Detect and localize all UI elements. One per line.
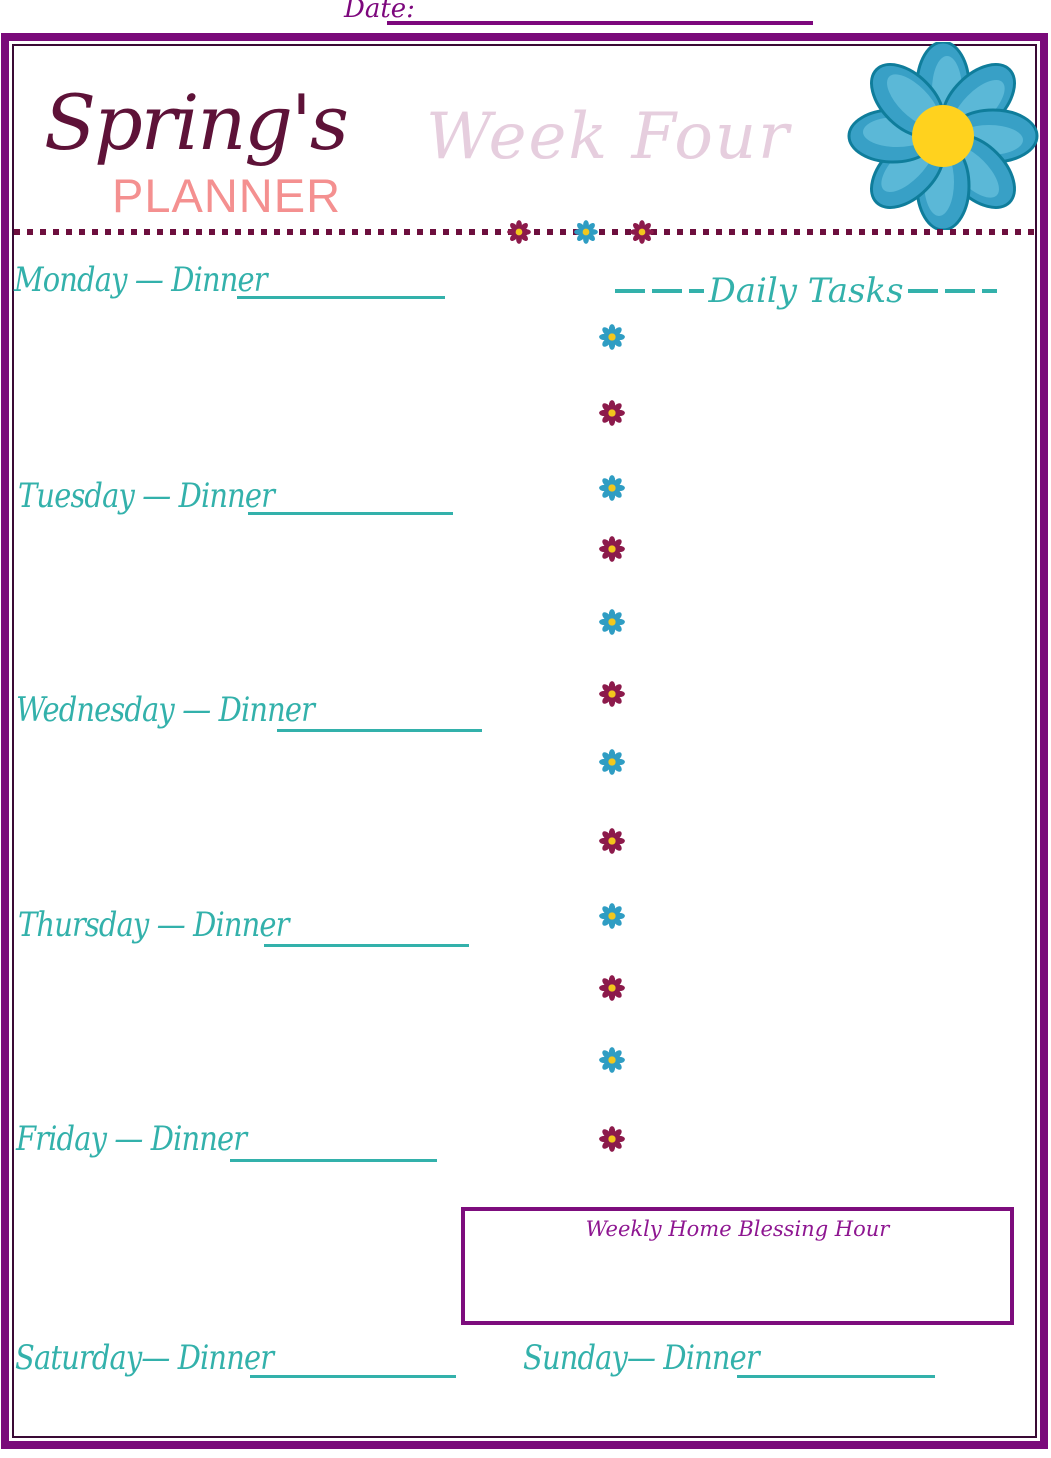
friday-dinner-line [230,1159,437,1162]
date-label: Date: [344,0,415,24]
blue-flower-icon [599,749,625,775]
daily-tasks-label: Daily Tasks [708,271,904,311]
sunday-dinner-line [737,1375,935,1378]
daily-tasks-header: Daily Tasks [615,268,998,314]
thursday-dinner-label: Thursday — Dinner [18,905,289,945]
daily-tasks-right-dash [907,289,998,293]
pink-flower-icon [599,975,625,1001]
blue-flower-icon [574,220,598,244]
pink-flower-icon [599,536,625,562]
home-blessing-title: Weekly Home Blessing Hour [585,1217,890,1241]
tuesday-dinner-line [248,512,453,515]
pink-flower-icon [630,220,654,244]
wednesday-dinner-line [277,729,482,732]
thursday-dinner-line [264,944,469,947]
page-border-frame [1,33,1048,1449]
week-title: Week Four [426,100,791,174]
brand-title-script: Spring's [44,78,349,167]
blue-daisy-icon [847,42,1039,230]
saturday-dinner-label: Saturday— Dinner [15,1338,274,1378]
pink-flower-icon [599,828,625,854]
saturday-dinner-line [250,1375,456,1378]
monday-dinner-label: Monday — Dinner [14,260,268,300]
wednesday-dinner-label: Wednesday — Dinner [16,690,315,730]
pink-flower-icon [599,1126,625,1152]
friday-dinner-label: Friday — Dinner [16,1119,247,1159]
pink-flower-icon [507,220,531,244]
blue-flower-icon [599,903,625,929]
sunday-dinner-label: Sunday— Dinner [523,1338,760,1378]
tuesday-dinner-label: Tuesday — Dinner [18,476,275,516]
blue-flower-icon [599,609,625,635]
blue-flower-icon [599,1047,625,1073]
blue-flower-icon [599,475,625,501]
pink-flower-icon [599,400,625,426]
blue-flower-icon [599,324,625,350]
date-fill-line [387,21,813,25]
home-blessing-box: Weekly Home Blessing Hour [461,1207,1014,1325]
monday-dinner-line [237,296,445,299]
daily-tasks-left-dash [615,289,705,293]
brand-title-caps: PLANNER [112,169,342,222]
pink-flower-icon [599,681,625,707]
page-border-inner-line [12,44,1037,1438]
